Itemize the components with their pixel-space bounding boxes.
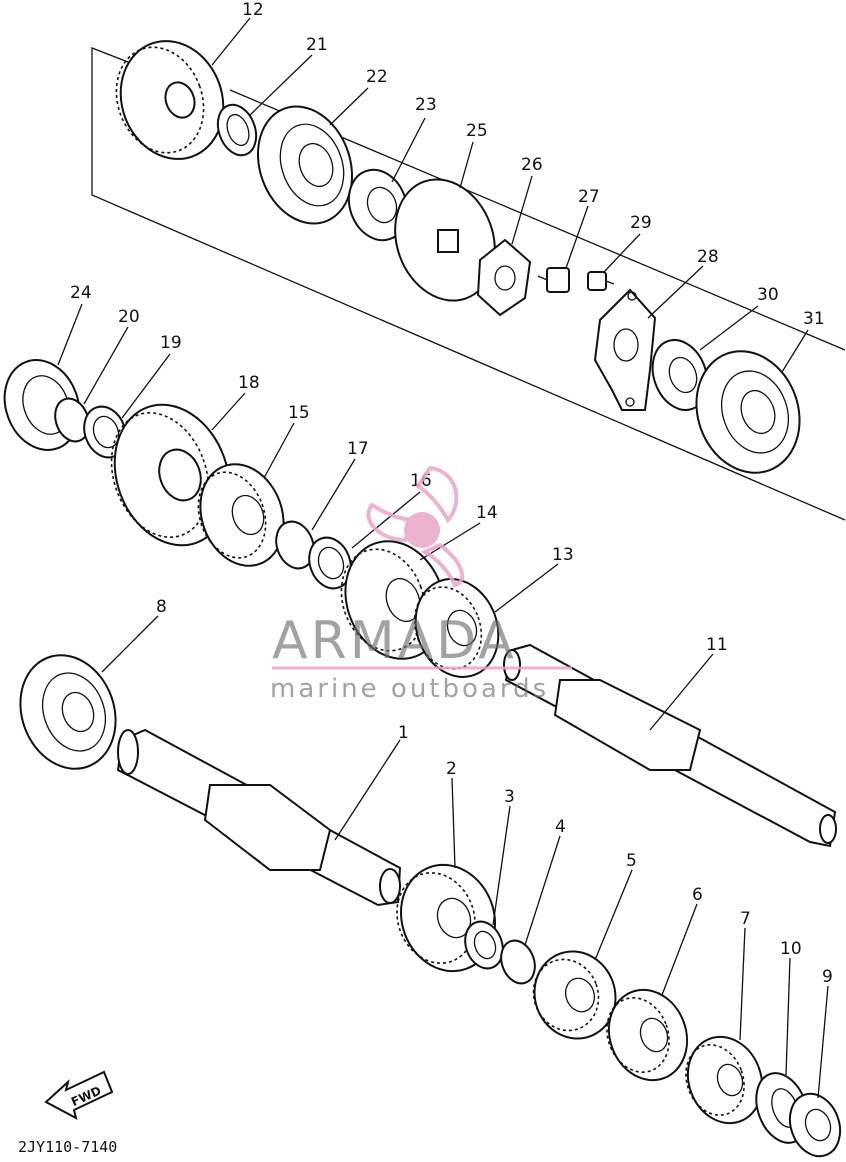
part-26-lock-plate: [476, 238, 532, 317]
part-12-gear: [115, 40, 225, 160]
callout-labels: 12 21 22 23 25 26 27 29 28 30 31 24 20 1…: [70, 0, 833, 987]
callout-21: 21: [306, 35, 328, 55]
part-21-washer: [216, 103, 258, 157]
part-3-washer: [464, 920, 504, 970]
callout-30: 30: [757, 285, 779, 305]
watermark-tagline: marine outboards: [270, 674, 549, 704]
callout-24: 24: [70, 283, 92, 303]
part-9-nut: [788, 1092, 842, 1158]
watermark-logo: ARMADA marine outboards: [270, 465, 572, 704]
callout-13: 13: [552, 545, 574, 565]
callout-11: 11: [706, 635, 728, 655]
callout-26: 26: [521, 155, 543, 175]
part-22-bearing: [256, 105, 354, 225]
callout-22: 22: [366, 67, 388, 87]
callout-8: 8: [156, 597, 167, 617]
part-4-circlip: [500, 939, 536, 985]
callout-4: 4: [555, 817, 566, 837]
part-5-gear: [532, 950, 617, 1040]
callout-23: 23: [415, 95, 437, 115]
callout-14: 14: [476, 503, 498, 523]
propeller-logo-icon: [366, 465, 465, 588]
part-17-circlip: [275, 520, 315, 570]
callout-27: 27: [578, 187, 600, 207]
part-16-washer: [308, 536, 352, 590]
callout-10: 10: [780, 939, 802, 959]
part-15-gear: [197, 463, 285, 567]
part-28-retainer: [593, 288, 657, 411]
leader-lines: [57, 17, 829, 1099]
callout-25: 25: [466, 121, 488, 141]
part-11-shaft: [503, 643, 837, 848]
callout-18: 18: [238, 373, 260, 393]
diagram-code: 2JY110-7140: [18, 1138, 117, 1156]
watermark-brand: ARMADA: [272, 611, 517, 671]
part-7-gear: [685, 1035, 764, 1125]
part-30-seal: [651, 339, 709, 411]
callout-5: 5: [626, 851, 637, 871]
callout-20: 20: [118, 307, 140, 327]
part-27-bolt: [537, 267, 570, 293]
callout-9: 9: [822, 967, 833, 987]
part-25-sprocket: [394, 178, 496, 302]
callout-12: 12: [242, 0, 264, 20]
callout-19: 19: [160, 333, 182, 353]
callout-2: 2: [446, 759, 457, 779]
callout-31: 31: [803, 309, 825, 329]
part-6-gear: [606, 988, 689, 1082]
callout-15: 15: [288, 403, 310, 423]
fwd-arrow-icon: FWD: [44, 1070, 114, 1120]
callout-29: 29: [630, 213, 652, 233]
callout-28: 28: [697, 247, 719, 267]
part-29-bolt: [587, 271, 615, 291]
callout-3: 3: [504, 787, 515, 807]
part-31-bearing: [695, 350, 801, 474]
part-13-gear: [413, 578, 500, 678]
callout-1: 1: [398, 723, 409, 743]
callout-6: 6: [692, 885, 703, 905]
callout-7: 7: [740, 909, 751, 929]
callout-17: 17: [347, 439, 369, 459]
part-8-bearing: [19, 654, 117, 770]
part-1-shaft: [116, 728, 402, 907]
